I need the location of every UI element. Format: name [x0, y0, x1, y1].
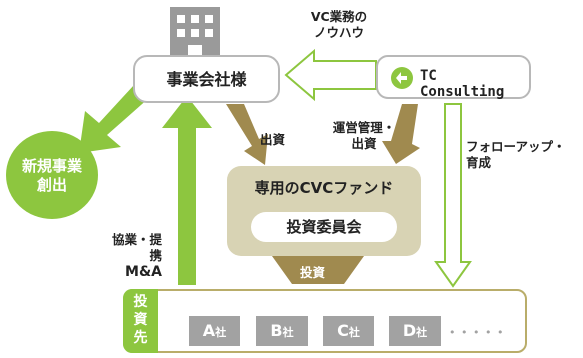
follow-up-arrow	[434, 103, 472, 288]
fund-invest-label: 投資	[300, 265, 326, 280]
collab-label: 協業・提携 M&A	[104, 232, 162, 280]
follow-up-label: フォローアップ・ 育成	[466, 139, 566, 171]
collab-line1: 協業・提携	[111, 232, 162, 263]
cvc-fund-box: 専用のCVCファンド 投資委員会	[227, 166, 421, 256]
company-c: C社	[323, 316, 374, 346]
building-icon	[170, 7, 220, 59]
new-business-line1: 新規事業	[21, 157, 82, 175]
vc-knowhow-line1: VC業務の	[310, 9, 368, 24]
company-c-suffix: 社	[348, 326, 360, 339]
investees-label: 投 資 先	[123, 289, 158, 353]
collab-line2: M&A	[125, 264, 162, 280]
company-a: A社	[189, 316, 240, 346]
committee-label: 投資委員会	[286, 218, 362, 236]
company-b: B社	[256, 316, 308, 346]
company-d-letter: D	[402, 321, 417, 340]
company-d: D社	[389, 316, 441, 346]
company-a-letter: A	[202, 321, 216, 340]
tc-logo-icon	[391, 67, 413, 89]
manage-invest-label: 運営管理・ 出資	[330, 120, 398, 152]
follow-up-line2: 育成	[466, 155, 492, 170]
investees-label-char3: 先	[133, 330, 148, 346]
cvc-fund-title: 専用のCVCファンド	[254, 179, 394, 197]
company-label: 事業会社様	[166, 70, 247, 89]
manage-invest-line1: 運営管理・	[332, 120, 396, 135]
invest-left-label: 出資	[260, 132, 286, 147]
investees-label-char1: 投	[133, 294, 148, 310]
tc-invest-arrow	[382, 104, 420, 164]
tc-consulting-label: TC Consulting	[420, 68, 505, 100]
manage-invest-line2: 出資	[351, 136, 377, 151]
tc-consulting-box: TC Consulting	[376, 55, 531, 100]
new-business-arrow	[79, 85, 150, 153]
company-d-suffix: 社	[416, 326, 428, 339]
investees-label-char2: 資	[133, 312, 148, 328]
fund-invest-arrow	[272, 256, 364, 284]
company-box: 事業会社様	[133, 55, 280, 103]
company-c-letter: C	[337, 321, 349, 340]
company-invest-arrow	[226, 104, 268, 165]
new-business-line2: 創出	[36, 176, 67, 194]
company-b-letter: B	[270, 321, 283, 340]
new-business-circle: 新規事業 創出	[6, 131, 98, 219]
vc-knowhow-line2: ノウハウ	[313, 25, 364, 40]
vc-knowhow-label: VC業務の ノウハウ	[302, 9, 376, 41]
knowhow-arrow	[284, 48, 377, 102]
company-a-suffix: 社	[215, 326, 227, 339]
collab-arrow	[162, 96, 212, 285]
committee-pill: 投資委員会	[251, 212, 397, 242]
follow-up-line1: フォローアップ・	[466, 139, 566, 154]
more-companies-dots: • • • • •	[449, 326, 505, 339]
company-b-suffix: 社	[282, 326, 294, 339]
